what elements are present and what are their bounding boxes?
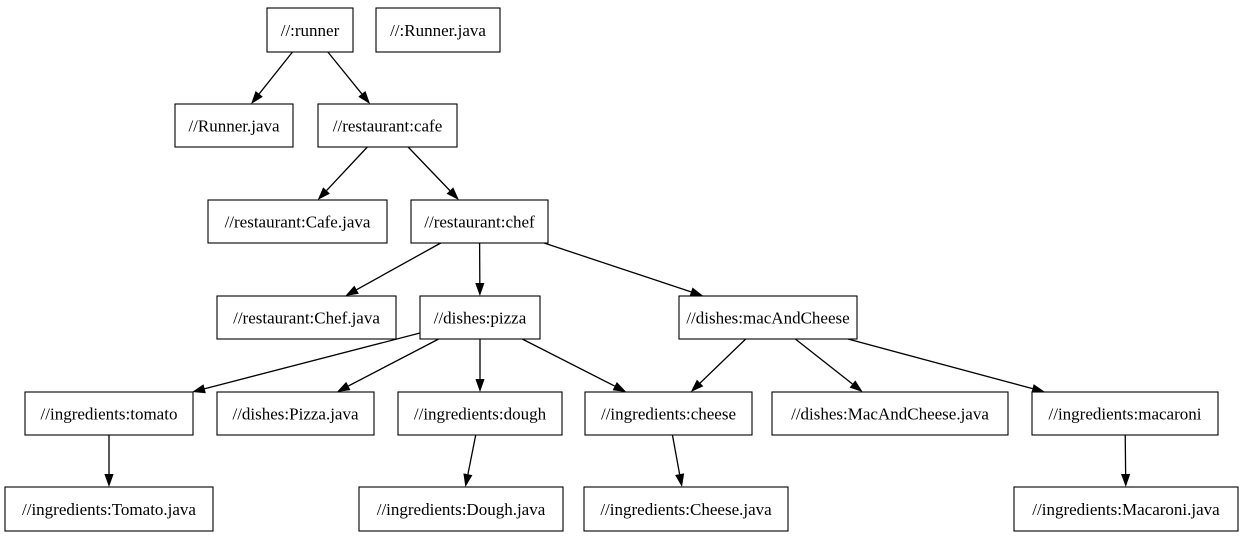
node-label: //:runner [281,21,340,40]
graph-node-tomato: //ingredients:tomato [24,391,194,436]
arrowhead-icon [336,381,351,392]
node-box [678,295,858,340]
node-label: //ingredients:cheese [601,405,736,424]
node-box [410,199,549,244]
node-box [1031,391,1219,436]
edge-pizza-to-dough [475,339,485,392]
graph-node-mac-and-cheese-java: //dishes:MacAndCheese.java [771,391,1009,436]
arrowhead-icon [675,473,685,487]
arrowhead-icon [345,285,359,296]
node-box [266,7,354,53]
graph-node-tomato-java: //ingredients:Tomato.java [4,486,214,532]
edge-mac-and-cheese-to-cheese [690,338,747,392]
node-label: //ingredients:macaroni [1049,405,1202,424]
edge-dough-to-dough-java [463,434,477,487]
edge-mac-and-cheese-to-mac-and-cheese-java [794,338,863,392]
arrowhead-icon [612,382,627,392]
node-box [358,486,564,532]
graph-node-macaroni-java: //ingredients:Macaroni.java [1013,486,1239,532]
graph-node-runner: //:runner [266,7,354,53]
edge-runner-to-cafe [327,51,371,104]
node-label: //dishes:pizza [434,309,527,328]
edge-macaroni-to-macaroni-java [1121,434,1131,487]
arrowhead-icon [192,384,206,394]
arrowhead-icon [446,187,459,200]
graph-node-chef: //restaurant:chef [410,199,549,244]
graph-node-cafe-java: //restaurant:Cafe.java [207,199,388,244]
edge-chef-to-pizza [475,242,485,296]
edge-cafe-to-chef [407,146,459,200]
node-label: //dishes:macAndCheese [686,309,849,328]
node-box [375,7,501,53]
node-label: //:Runner.java [390,21,486,40]
node-label: //ingredients:Cheese.java [600,500,772,519]
graph-node-runner-java-target: //:Runner.java [375,7,501,53]
node-label: //restaurant:cafe [333,117,443,136]
node-box [584,391,753,436]
graph-node-dough: //ingredients:dough [397,391,563,436]
edge-runner-to-runner-java-file [251,51,294,104]
edge-cafe-to-cafe-java [317,146,368,200]
node-box [207,199,388,244]
node-box [216,295,397,340]
node-label: //Runner.java [188,117,280,136]
node-box [397,391,563,436]
graph-node-runner-java-file: //Runner.java [174,103,294,148]
arrowhead-icon [475,379,485,392]
node-box [317,103,458,148]
node-label: //ingredients:Dough.java [377,500,546,519]
arrowhead-icon [1121,473,1131,487]
node-box [419,295,541,340]
graph-node-chef-java: //restaurant:Chef.java [216,295,397,340]
graph-node-dough-java: //ingredients:Dough.java [358,486,564,532]
arrowhead-icon [104,474,114,487]
arrowhead-icon [358,91,371,104]
node-label: //dishes:MacAndCheese.java [791,405,989,424]
edge-pizza-to-tomato [192,332,421,394]
arrowhead-icon [475,282,485,296]
edge-mac-and-cheese-to-macaroni [847,338,1046,394]
graph-node-cafe: //restaurant:cafe [317,103,458,148]
graph-node-pizza-java: //dishes:Pizza.java [216,391,375,436]
graph-node-macaroni: //ingredients:macaroni [1031,391,1219,436]
arrowhead-icon [317,187,330,200]
arrowhead-icon [689,287,704,297]
node-label: //restaurant:Chef.java [233,309,380,328]
node-box [216,391,375,436]
node-label: //ingredients:dough [414,405,547,424]
graph-node-cheese: //ingredients:cheese [584,391,753,436]
node-box [174,103,294,148]
arrowhead-icon [251,90,263,104]
edge-cheese-to-cheese-java [671,434,685,487]
node-label: //ingredients:tomato [41,405,178,424]
arrowhead-icon [463,473,473,487]
node-box [24,391,194,436]
arrowhead-icon [690,379,704,392]
edge-chef-to-chef-java [345,242,442,296]
node-label: //restaurant:Cafe.java [225,213,371,232]
graph-node-mac-and-cheese: //dishes:macAndCheese [678,295,858,340]
node-box [583,486,789,532]
node-label: //ingredients:Macaroni.java [1032,500,1220,519]
graph-node-cheese-java: //ingredients:Cheese.java [583,486,789,532]
edge-pizza-to-cheese [521,338,627,392]
node-box [771,391,1009,436]
arrowhead-icon [849,380,863,392]
node-box [4,486,214,532]
graph-node-pizza: //dishes:pizza [419,295,541,340]
node-label: //ingredients:Tomato.java [22,500,196,519]
edge-tomato-to-tomato-java [104,435,114,487]
node-box [1013,486,1239,532]
edge-chef-to-mac-and-cheese [543,242,704,297]
arrowhead-icon [1031,384,1046,394]
node-label: //dishes:Pizza.java [232,405,359,424]
edge-pizza-to-pizza-java [336,338,439,392]
node-label: //restaurant:chef [424,213,535,232]
